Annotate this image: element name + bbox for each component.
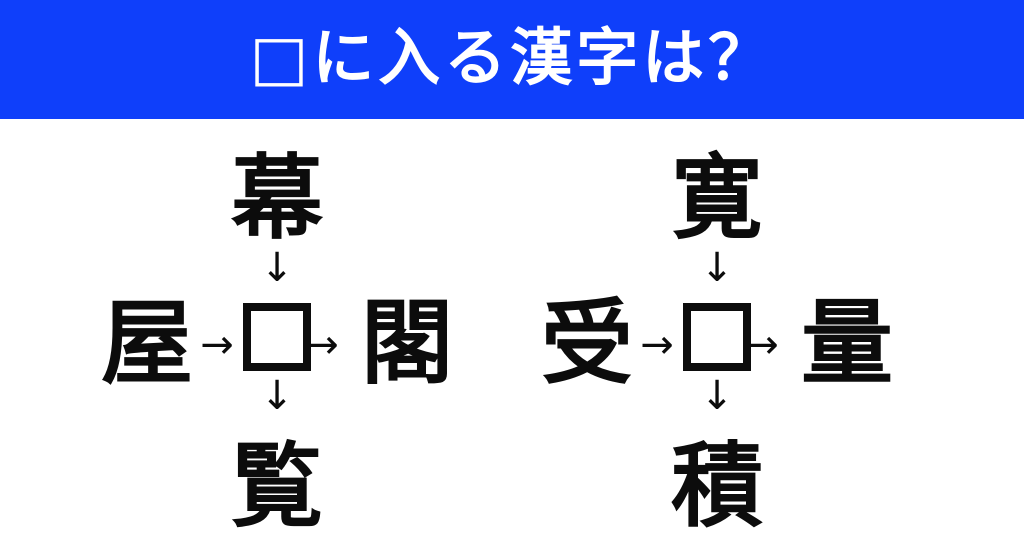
kanji-bottom-left-group: 覧: [230, 433, 323, 540]
header-banner: □に入る漢字は？: [0, 0, 1024, 119]
arrow-right-icon: →: [745, 322, 779, 368]
arrow-down-icon: ↓: [260, 245, 294, 291]
kanji-left-left-group: 屋: [100, 290, 193, 397]
kanji-left-right-group: 受: [540, 290, 633, 397]
kanji-bottom-right-group: 積: [670, 433, 763, 540]
kanji-right-left-group: 閣: [360, 290, 453, 397]
arrow-right-icon: →: [200, 322, 234, 368]
kanji-top-right-group: 寛: [670, 145, 763, 252]
blank-answer-box-left-group: [243, 303, 311, 371]
puzzle-area: 幕 ↓ 屋 → → 閣 ↓ 覧 寛 ↓ 受 → → 量 ↓ 積: [0, 119, 1024, 538]
kanji-top-left-group: 幕: [230, 145, 323, 252]
arrow-down-icon: ↓: [700, 373, 734, 419]
arrow-right-icon: →: [305, 322, 339, 368]
puzzle-group-right: 寛 ↓ 受 → → 量 ↓ 積: [512, 119, 952, 538]
arrow-down-icon: ↓: [260, 373, 294, 419]
arrow-right-icon: →: [640, 322, 674, 368]
kanji-right-right-group: 量: [800, 290, 893, 397]
arrow-down-icon: ↓: [700, 245, 734, 291]
blank-answer-box-right-group: [683, 303, 751, 371]
page-title: □に入る漢字は？: [249, 20, 775, 94]
puzzle-group-left: 幕 ↓ 屋 → → 閣 ↓ 覧: [72, 119, 512, 538]
